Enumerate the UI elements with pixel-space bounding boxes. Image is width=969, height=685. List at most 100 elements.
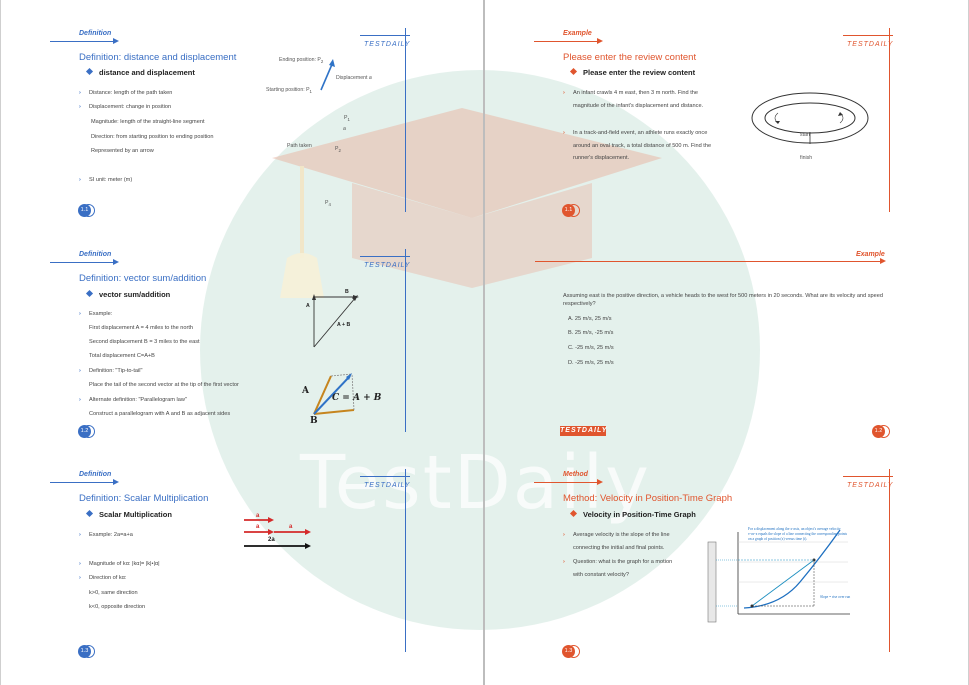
answer-option[interactable]: B. 25 m/s, -25 m/s	[568, 330, 614, 336]
list-item: ›An infant crawls 4 m east, then 3 m nor…	[563, 90, 698, 96]
diamond-bullet-icon	[85, 67, 94, 76]
section-tag: Definition	[79, 30, 112, 37]
section-tag: Definition	[79, 251, 112, 258]
oval-track-diagram	[751, 92, 869, 144]
section-tag: Example	[563, 30, 592, 37]
chevron-right-icon: ›	[563, 130, 565, 136]
page-divider	[483, 0, 485, 685]
tag-underline	[535, 261, 883, 262]
corner-rule	[843, 35, 893, 36]
chevron-right-icon: ›	[79, 561, 81, 567]
section-badge: 1.1	[78, 204, 91, 217]
list-item: k>0, same direction	[89, 590, 138, 596]
chevron-right-icon: ›	[79, 368, 81, 374]
list-item: Second displacement B = 3 miles to the e…	[89, 339, 200, 345]
section-tag: Method	[563, 471, 588, 478]
answer-option[interactable]: C. -25 m/s, 25 m/s	[568, 345, 614, 351]
subtitle-text: Scalar Multiplication	[99, 510, 172, 519]
track-start-label: start	[800, 132, 811, 138]
diamond-bullet-icon	[85, 289, 94, 298]
ending-position-label: Ending position: P2	[279, 57, 324, 65]
chevron-right-icon: ›	[79, 575, 81, 581]
list-item: ›Definition: "Tip-to-tail"	[79, 368, 143, 374]
subtitle-text: distance and displacement	[99, 68, 195, 77]
panel-title: Method: Velocity in Position-Time Graph	[563, 493, 733, 504]
diamond-bullet-icon	[569, 509, 578, 518]
list-item: Direction: from starting position to end…	[91, 134, 214, 140]
tag-arrow-icon	[113, 38, 119, 44]
chevron-right-icon: ›	[79, 90, 81, 96]
position-time-graph-figure: For a displacement along the x-axis, an …	[707, 527, 850, 623]
diamond-bullet-icon	[85, 509, 94, 518]
vector-sum-label: A + B	[337, 322, 351, 328]
section-badge: 1.3	[78, 645, 91, 658]
vector-a-symbol: A	[302, 386, 309, 396]
panel-title: Definition: vector sum/addition	[79, 273, 207, 284]
svg-text:Slope = rise over run: Slope = rise over run	[820, 595, 850, 599]
corner-rule	[360, 35, 410, 36]
answer-option[interactable]: D. -25 m/s, 25 m/s	[568, 360, 614, 366]
list-item: Construct a parallelogram with A and B a…	[89, 411, 231, 417]
section-tag: Example	[856, 251, 885, 258]
corner-rule-vertical	[405, 249, 406, 432]
panel-subtitle: vector sum/addition	[85, 289, 170, 299]
watermark-text: TestDaily	[300, 440, 651, 526]
vector-triangle-diagram	[312, 294, 359, 348]
track-finish-label: finish	[800, 155, 813, 161]
displacement-arrow-icon	[320, 59, 335, 91]
list-item: ›Question: what is the graph for a motio…	[563, 559, 673, 565]
brand-label: TESTDAILY	[847, 41, 894, 48]
graduation-cap-watermark-icon	[272, 108, 662, 298]
list-item: magnitude of the infant's displacement a…	[573, 103, 704, 109]
page-edge-left	[0, 0, 1, 685]
vector-b-label: B	[345, 289, 349, 295]
vector-a-label: A	[306, 303, 310, 309]
tag-underline	[50, 262, 116, 263]
corner-rule-vertical	[889, 469, 890, 652]
starting-position-label: Starting position: P1	[266, 87, 312, 95]
tag-arrow-icon	[113, 479, 119, 485]
corner-rule	[360, 476, 410, 477]
list-item: ›Direction of kα:	[79, 575, 127, 581]
section-badge: 1.2	[78, 425, 91, 438]
panel-title: Please enter the review content	[563, 52, 697, 63]
list-item: ›Example: 2a=a+a	[79, 532, 133, 538]
list-item: Total displacement C=A+B	[89, 353, 155, 359]
list-item: ›Magnitude of kα: |kα|= |k|•|α|	[79, 561, 160, 567]
panel-title: Definition: distance and displacement	[79, 52, 237, 63]
chevron-right-icon: ›	[563, 532, 565, 538]
list-item: ›Average velocity is the slope of the li…	[563, 532, 670, 538]
list-item: ›In a track-and-field event, an athlete …	[563, 130, 708, 136]
list-item: with constant velocity?	[573, 572, 629, 578]
panel-subtitle: Scalar Multiplication	[85, 509, 172, 519]
section-badge: 1.3	[562, 645, 575, 658]
answer-option[interactable]: A. 25 m/s, 25 m/s	[568, 316, 612, 322]
tag-underline	[50, 482, 116, 483]
p2-label: P2	[335, 146, 341, 154]
p1-label: P1	[344, 115, 350, 123]
tag-underline	[534, 41, 600, 42]
subtitle-text: Please enter the review content	[583, 68, 696, 77]
path-taken-label: Path taken	[287, 143, 312, 149]
chevron-right-icon: ›	[79, 177, 81, 183]
vector-a-label: a	[289, 524, 293, 530]
section-badge: 1.1	[562, 204, 575, 217]
list-item: Place the tail of the second vector at t…	[89, 382, 239, 388]
corner-rule-vertical	[889, 28, 890, 212]
p4-label: P4	[325, 200, 331, 208]
chevron-right-icon: ›	[79, 532, 81, 538]
list-item: ›Example:	[79, 311, 113, 317]
vector-b-symbol: B	[310, 416, 318, 426]
brand-label: TESTDAILY	[364, 482, 411, 489]
list-item: k<0, opposite direction	[89, 604, 146, 610]
vector-a-label: a	[343, 126, 346, 132]
vector-a-label: a	[256, 524, 260, 530]
vector-a-label: a	[256, 513, 260, 519]
section-tag: Definition	[79, 471, 112, 478]
tag-underline	[534, 482, 600, 483]
tag-arrow-icon	[880, 258, 886, 264]
svg-text:on a graph of position (x) ver: on a graph of position (x) versus time (…	[748, 537, 807, 541]
tag-underline	[50, 41, 116, 42]
vector-2a-label: 2a	[268, 537, 275, 543]
